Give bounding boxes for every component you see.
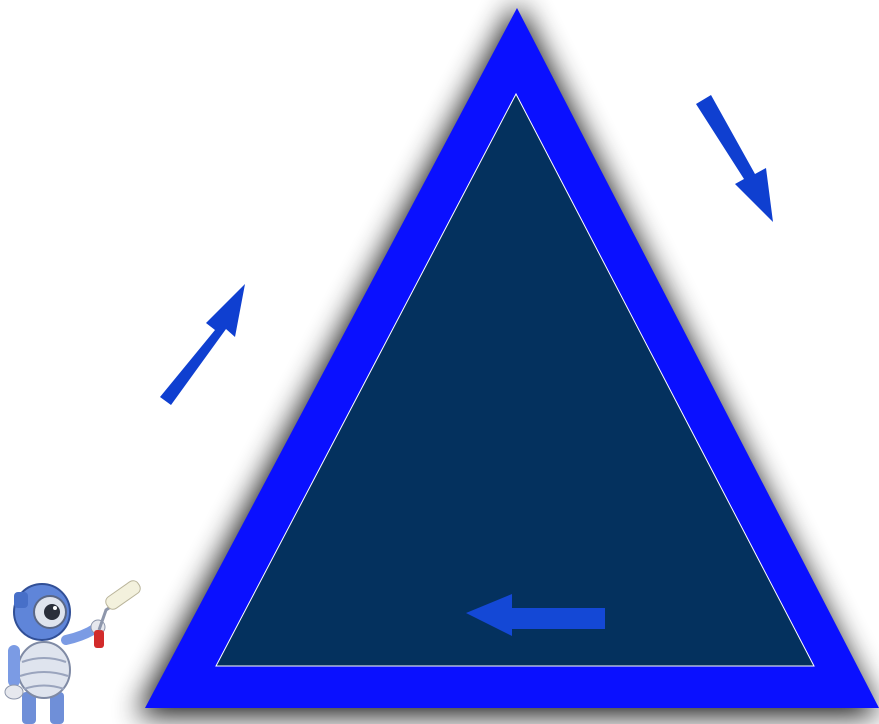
cycle-diagram bbox=[0, 0, 879, 724]
